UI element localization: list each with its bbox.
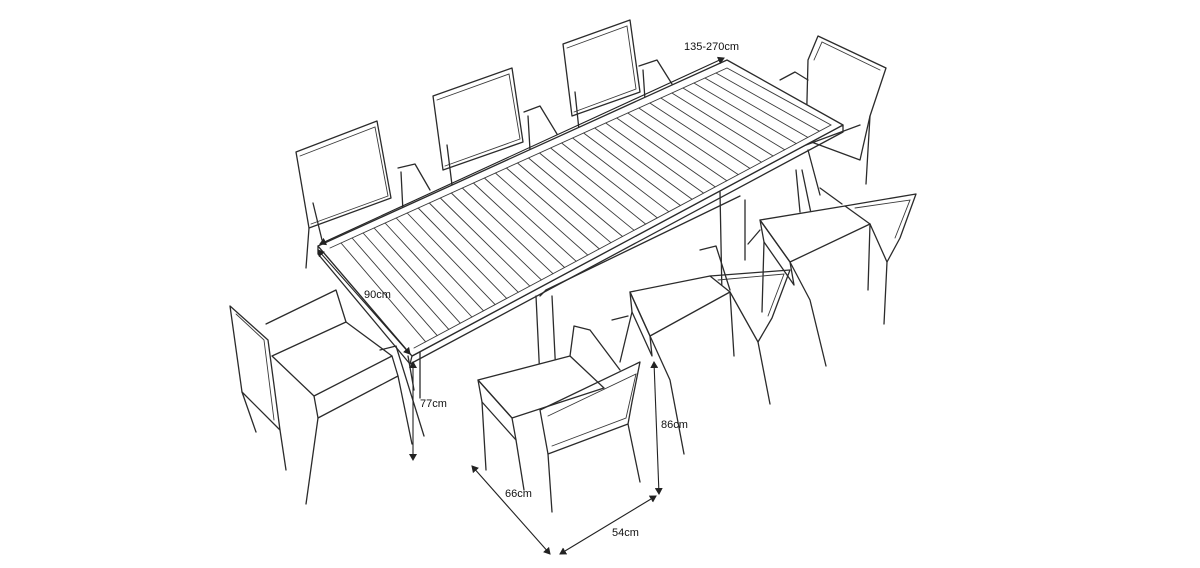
label-table-length: 135-270cm: [684, 41, 740, 53]
dim-table-length: [319, 56, 725, 246]
table-slat: [715, 72, 820, 132]
chair-front-mid-right: [611, 245, 791, 455]
dim-chair-depth: [471, 465, 551, 555]
dim-chair-height: [650, 361, 663, 495]
dim-chair-width: [559, 495, 657, 555]
label-chair-depth: 66cm: [505, 488, 532, 500]
label-chair-width: 54cm: [612, 527, 639, 539]
label-chair-height: 86cm: [661, 419, 688, 431]
chair-front-mid: [477, 325, 641, 513]
dimension-lines: [317, 56, 725, 555]
label-table-width: 90cm: [364, 289, 391, 301]
chair-front-right: [747, 187, 917, 367]
dim-table-width: [317, 249, 411, 355]
label-table-height: 77cm: [420, 398, 447, 410]
